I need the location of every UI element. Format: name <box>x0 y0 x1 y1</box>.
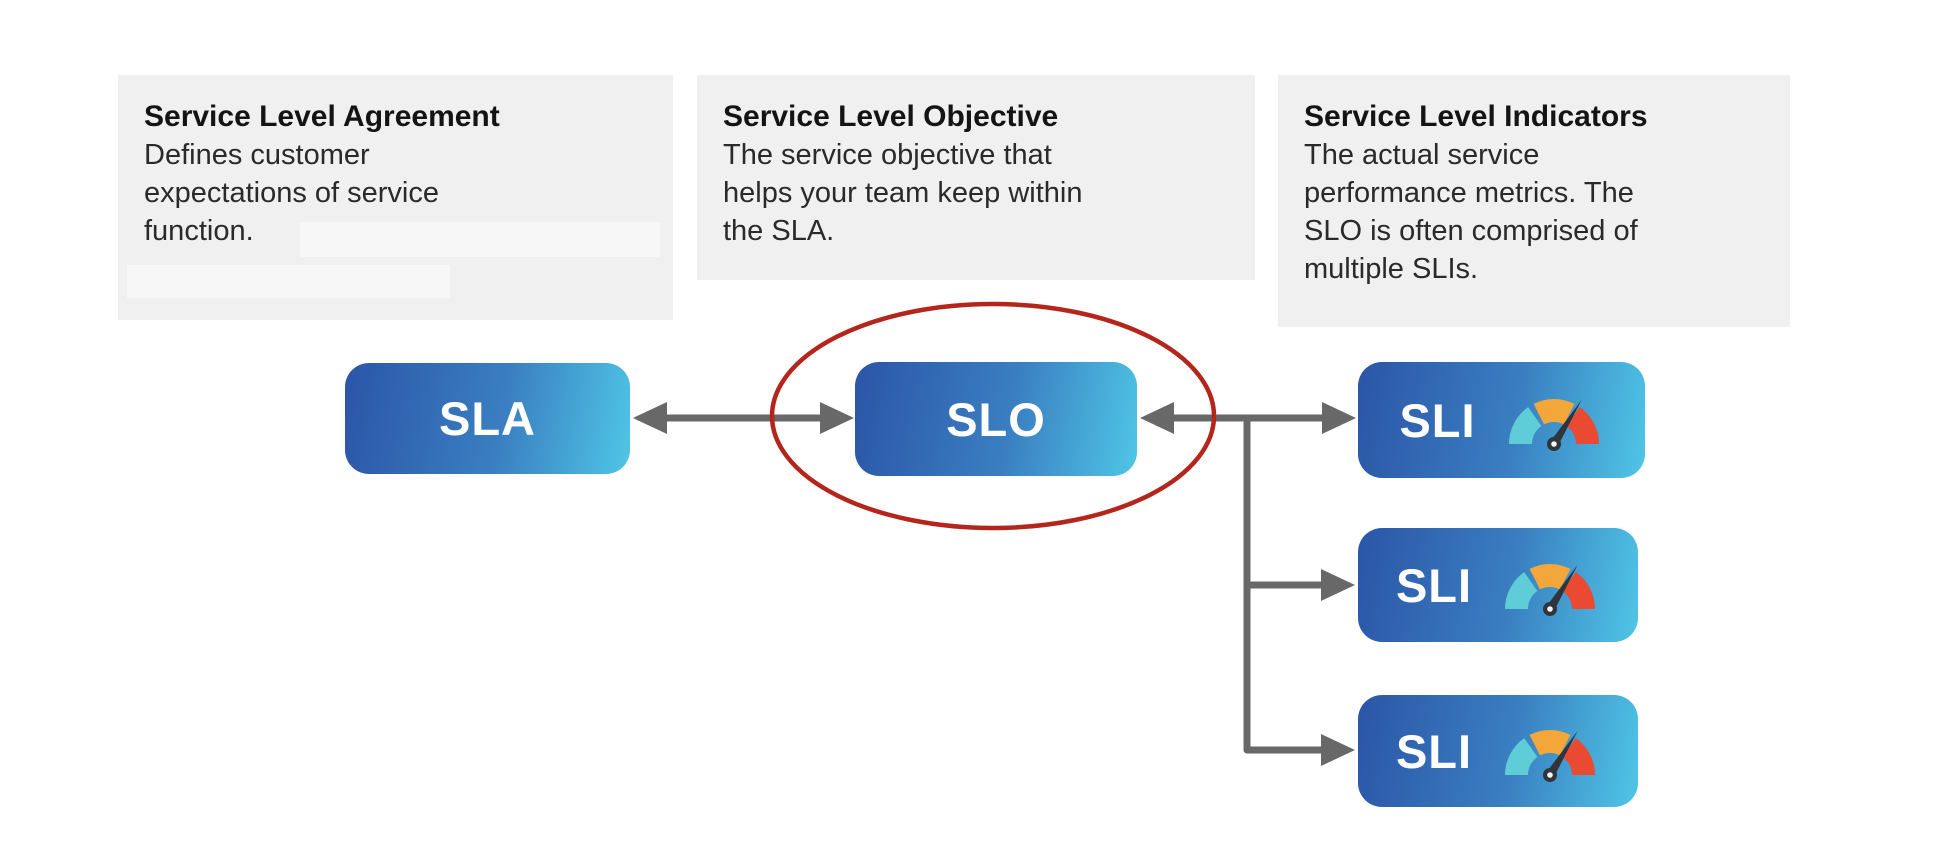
arrowhead-right <box>820 402 854 434</box>
card-body-line: performance metrics. The <box>1304 177 1634 209</box>
sli-node-3: SLI <box>1358 695 1638 807</box>
arrowhead-left <box>1140 402 1174 434</box>
card-title: Service Level Agreement <box>144 100 500 133</box>
sli-node-2: SLI <box>1358 528 1638 642</box>
card-title: Service Level Objective <box>723 100 1059 133</box>
card-body-line: The actual service <box>1304 139 1540 171</box>
sli-label: SLI <box>1395 724 1473 778</box>
arrowhead-left <box>633 402 667 434</box>
sla-node: SLA <box>345 363 630 474</box>
sli-label: SLI <box>1395 558 1473 612</box>
card-body-line: Defines customer <box>144 139 370 171</box>
arrowhead-right <box>1321 734 1355 766</box>
card-service-level-indicators: Service Level Indicators The actual serv… <box>1278 75 1790 327</box>
redacted-text-patch <box>127 265 450 298</box>
card-body-line: the SLA. <box>723 215 835 247</box>
sla-label: SLA <box>439 392 536 445</box>
gauge-icon <box>1505 564 1596 616</box>
gauge-icon <box>1505 730 1596 782</box>
card-title: Service Level Indicators <box>1304 100 1648 133</box>
card-service-level-objective: Service Level Objective The service obje… <box>697 75 1255 280</box>
sli-label: SLI <box>1399 393 1476 447</box>
card-body-line: function. <box>144 215 254 247</box>
card-service-level-agreement: Service Level Agreement Defines customer… <box>118 75 673 320</box>
slo-label: SLO <box>946 392 1046 446</box>
slo-node: SLO <box>855 362 1137 476</box>
sli-node-1: SLI <box>1358 362 1645 478</box>
gauge-icon <box>1508 399 1599 451</box>
redacted-text-patch <box>300 222 660 257</box>
card-body-line: multiple SLIs. <box>1304 253 1479 285</box>
card-body-line: expectations of service <box>144 177 439 209</box>
card-body-line: The service objective that <box>723 139 1052 171</box>
card-body-line: helps your team keep within <box>723 177 1083 209</box>
arrowhead-right <box>1322 402 1356 434</box>
arrowhead-right <box>1321 569 1355 601</box>
connector-trunk <box>1243 415 1322 754</box>
card-body-line: SLO is often comprised of <box>1304 215 1638 247</box>
